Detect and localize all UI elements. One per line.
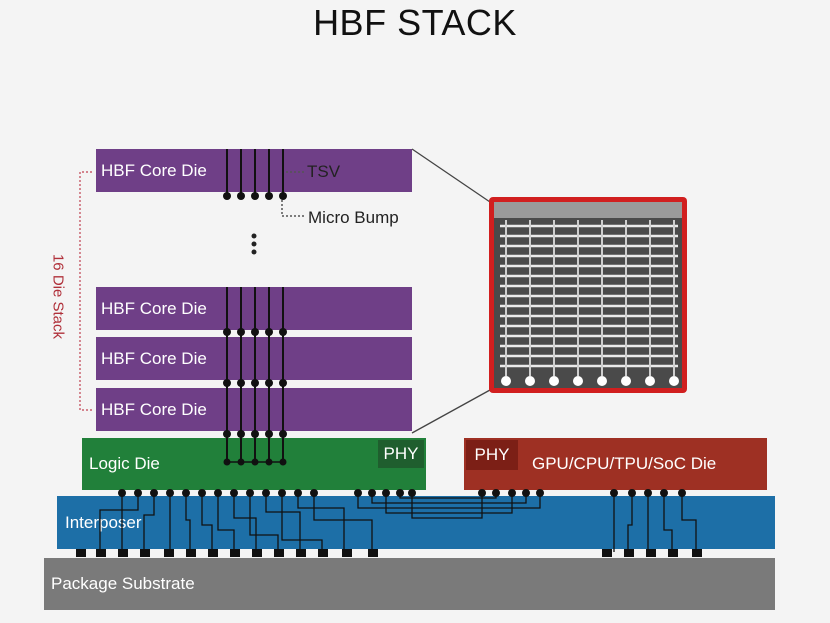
ellipsis-dots [251,233,257,255]
micro-bump-leader [281,200,304,217]
core-die-label: HBF Core Die [101,298,207,318]
phy-label: PHY [474,445,510,464]
interposer-wires [99,493,697,552]
gpu-micro-bumps [478,489,686,497]
phy-label: PHY [383,444,419,463]
stack-bracket [79,171,92,411]
zoom-layer-lines [500,224,678,368]
micro-bumps-top [223,192,287,200]
logic-phy-block: PHY [378,440,424,468]
micro-bump-label: Micro Bump [308,208,399,227]
substrate-label: Package Substrate [51,574,195,593]
c4-bumps [76,549,702,557]
zoom-bump-dots [501,376,679,386]
gpu-phy-block: PHY [466,440,518,470]
micro-bumps-stack [223,328,287,466]
zoom-line-top [411,148,491,203]
zoom-detail-box [489,197,687,393]
core-die-label: HBF Core Die [101,160,207,180]
logic-die-label: Logic Die [89,454,160,473]
gpu-die-label: GPU/CPU/TPU/SoC Die [532,454,717,473]
logic-micro-bumps [118,489,416,497]
zoom-line-bottom [411,389,491,434]
page-title: HBF STACK [313,2,517,43]
tsv-label: TSV [307,162,341,181]
core-die-label: HBF Core Die [101,399,207,419]
tsv-lines-top [226,149,284,195]
core-die-label: HBF Core Die [101,348,207,368]
package-substrate: Package Substrate [44,558,775,610]
zoom-channel-lines [505,220,675,376]
